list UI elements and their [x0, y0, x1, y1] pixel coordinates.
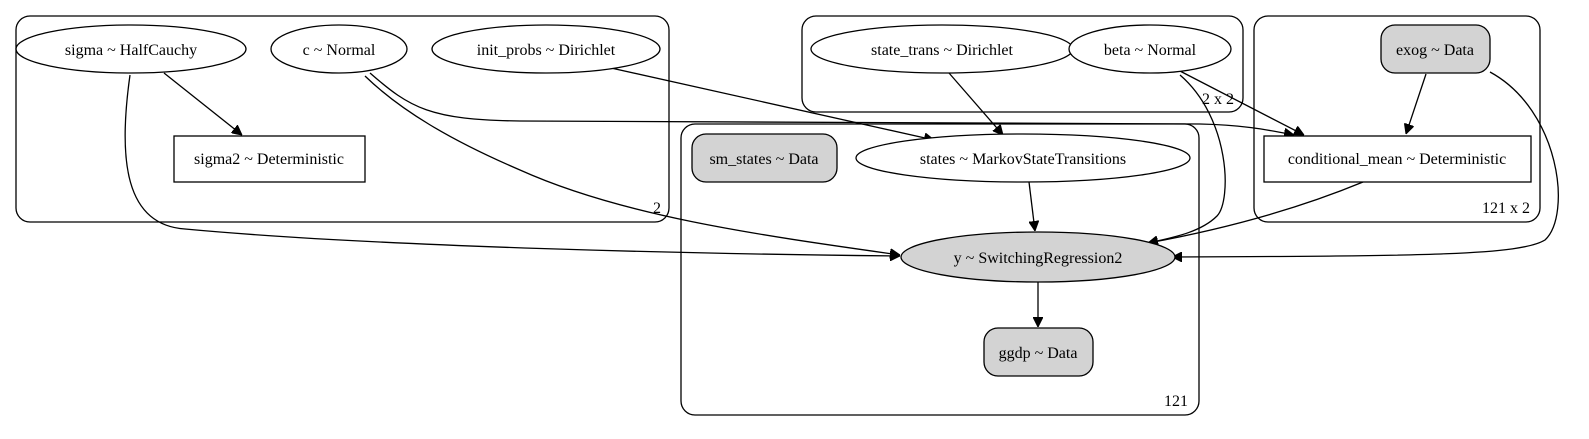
node-label: exog ~ Data [1396, 42, 1474, 59]
node-ggdp: ggdp ~ Data [983, 327, 1094, 377]
plate-121: 121 [680, 123, 1200, 416]
edge-exog-to-y [1172, 71, 1559, 257]
edge-sigma-to-y [124, 74, 900, 256]
edge-c-to-conditional-mean [369, 72, 1294, 135]
node-c: c ~ Normal [270, 24, 408, 74]
node-label: sigma2 ~ Deterministic [194, 151, 344, 168]
node-label: c ~ Normal [303, 42, 376, 59]
edge-beta-to-y [1148, 74, 1226, 243]
plate-label: 2 x 2 [1202, 91, 1234, 108]
edge-exog-to-conditional-mean [1406, 73, 1427, 134]
node-init-probs: init_probs ~ Dirichlet [431, 24, 661, 74]
node-beta: beta ~ Normal [1068, 24, 1232, 74]
node-label: conditional_mean ~ Deterministic [1288, 151, 1506, 168]
edge-states-to-y [1028, 181, 1035, 231]
edge-conditional-mean-to-y [1148, 181, 1364, 243]
node-label: ggdp ~ Data [999, 345, 1078, 362]
plate-label: 121 [1164, 393, 1188, 410]
node-label: beta ~ Normal [1104, 42, 1197, 59]
edge-state-trans-to-states [948, 72, 1003, 135]
plate-121x2: 121 x 2 [1253, 15, 1541, 223]
node-sigma: sigma ~ HalfCauchy [15, 24, 247, 74]
plate-2: 2 [15, 15, 670, 223]
node-state-trans: state_trans ~ Dirichlet [810, 24, 1074, 74]
plate-label: 121 x 2 [1482, 200, 1530, 217]
node-label: state_trans ~ Dirichlet [871, 42, 1014, 59]
edge-c-to-y [364, 75, 900, 255]
edge-init-probs-to-states [610, 67, 934, 140]
node-label: init_probs ~ Dirichlet [477, 42, 616, 59]
node-sm-states: sm_states ~ Data [691, 133, 838, 183]
node-label: sigma ~ HalfCauchy [65, 42, 197, 59]
node-y: y ~ SwitchingRegression2 [900, 231, 1176, 283]
edge-sigma-to-sigma2 [163, 72, 242, 135]
plate-label: 2 [653, 200, 661, 217]
node-states: states ~ MarkovStateTransitions [855, 133, 1191, 183]
node-label: states ~ MarkovStateTransitions [920, 151, 1126, 168]
node-label: sm_states ~ Data [709, 151, 818, 168]
node-label: y ~ SwitchingRegression2 [954, 250, 1123, 267]
edge-beta-to-conditional-mean [1177, 69, 1304, 136]
node-exog: exog ~ Data [1380, 24, 1491, 74]
edges [124, 67, 1559, 327]
node-sigma2: sigma2 ~ Deterministic [173, 135, 366, 183]
node-conditional-mean: conditional_mean ~ Deterministic [1263, 135, 1532, 183]
